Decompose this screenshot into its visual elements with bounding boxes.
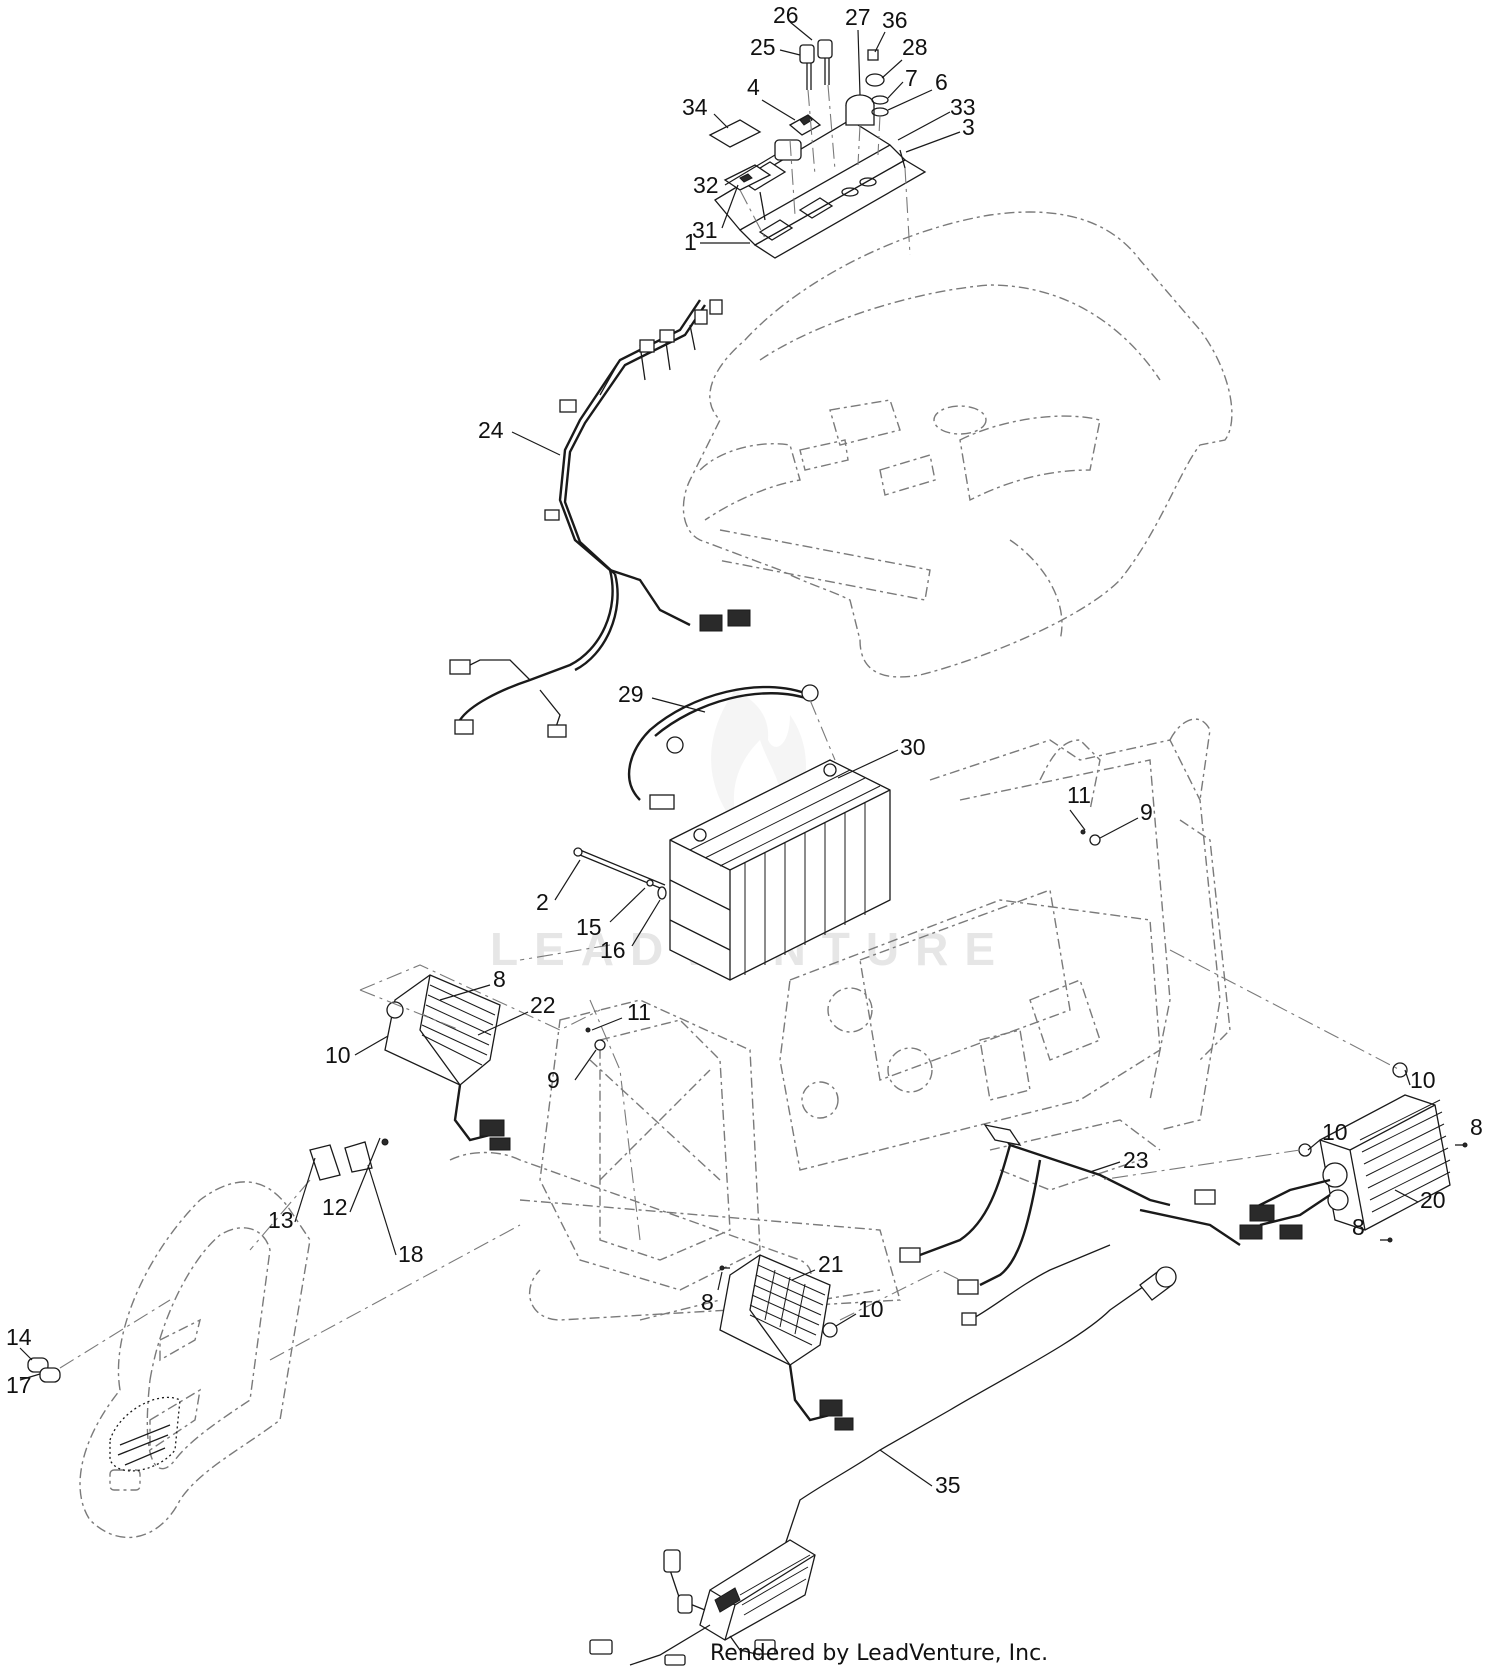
callout-22: 22: [530, 992, 556, 1018]
callout-14: 14: [6, 1324, 32, 1350]
callout-labels: 26 27 36 25 28 7 6 33 34 4 3 32 31 1 24 …: [6, 2, 1483, 1498]
main-wire-harness: [449, 299, 751, 738]
callout-17: 17: [6, 1372, 32, 1398]
dash-panel: [714, 119, 927, 259]
callout-6: 6: [935, 69, 948, 95]
controller-harness: [899, 1124, 1241, 1295]
motor-controller-left: [359, 964, 641, 1241]
callout-21: 21: [818, 1251, 844, 1277]
callout-34: 34: [682, 94, 708, 120]
battery-pack: [669, 759, 891, 981]
callout-11-left: 11: [627, 999, 651, 1025]
callout-31: 31: [692, 217, 718, 243]
callout-18: 18: [398, 1241, 424, 1267]
callout-29: 29: [618, 681, 644, 707]
body-shell-ghost: [682, 211, 1233, 678]
callout-33: 33: [950, 94, 976, 120]
front-hood-ghost: [79, 1181, 311, 1539]
callout-20: 20: [1420, 1187, 1446, 1213]
battery-harness: [627, 684, 836, 810]
callout-16: 16: [600, 937, 626, 963]
callout-10-right-a: 10: [1410, 1067, 1436, 1093]
callout-10-left: 10: [325, 1042, 351, 1068]
callout-25: 25: [750, 34, 776, 60]
callout-9-top: 9: [1140, 799, 1153, 825]
callout-8-left: 8: [493, 966, 506, 992]
callout-24: 24: [478, 417, 504, 443]
callout-23: 23: [1123, 1147, 1149, 1173]
callout-27: 27: [845, 4, 871, 30]
alignment-lines: [269, 944, 1301, 1361]
hardware-left: [585, 1027, 606, 1051]
hardware-right-top: [1080, 829, 1101, 846]
callout-8-bottom: 8: [701, 1289, 714, 1315]
motor-controller-bottom: [719, 1254, 854, 1431]
callout-7: 7: [905, 65, 918, 91]
callout-3: 3: [962, 114, 975, 140]
switch-cluster: [708, 39, 911, 256]
callout-8-right-a: 8: [1470, 1114, 1483, 1140]
callout-26: 26: [773, 2, 799, 28]
callout-35: 35: [935, 1472, 961, 1498]
hood-bracket: [249, 1138, 389, 1251]
callout-28: 28: [902, 34, 928, 60]
callout-10-bottom: 10: [858, 1296, 884, 1322]
callout-9-left: 9: [547, 1067, 560, 1093]
callout-15: 15: [576, 914, 602, 940]
callout-36: 36: [882, 7, 908, 33]
hood-grille: [109, 1396, 181, 1472]
render-credit: Rendered by LeadVenture, Inc.: [710, 1641, 1048, 1666]
callout-4: 4: [747, 74, 760, 100]
charger-cord: [589, 1266, 1177, 1666]
headlight-lenses: [27, 1299, 171, 1383]
callout-32: 32: [693, 172, 719, 198]
callout-1: 1: [684, 229, 697, 255]
motor-controller-right: [1169, 949, 1468, 1243]
chassis-frame-ghost: [449, 718, 1231, 1321]
callout-2: 2: [536, 889, 549, 915]
callout-30: 30: [900, 734, 926, 760]
charger-harness: [961, 1244, 1111, 1326]
callout-11-top: 11: [1067, 782, 1091, 808]
callout-8-right-b: 8: [1352, 1214, 1365, 1240]
callout-13: 13: [268, 1207, 294, 1233]
battery-bolt: [573, 847, 667, 900]
callout-10-right-b: 10: [1322, 1119, 1348, 1145]
callout-12: 12: [322, 1194, 348, 1220]
